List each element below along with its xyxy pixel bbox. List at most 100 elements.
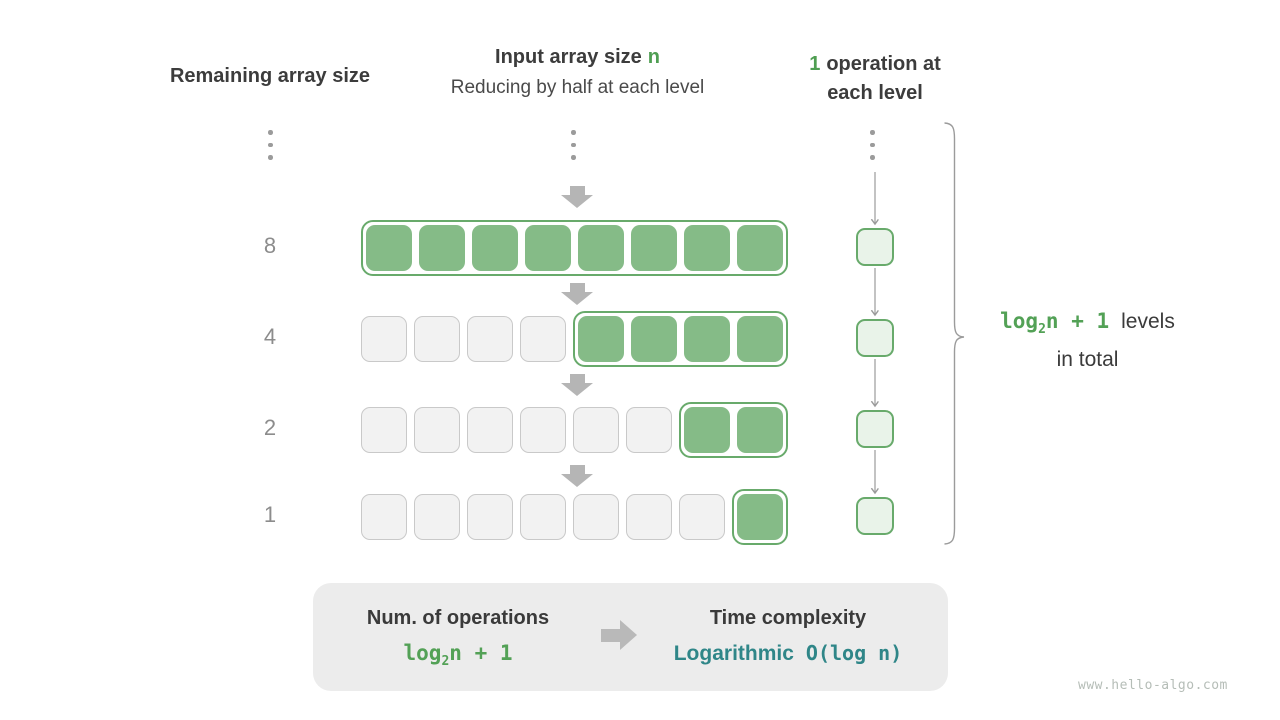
array-cell-excluded <box>679 493 725 540</box>
dot <box>268 130 273 135</box>
levels-formula: log2n + 1 <box>1000 309 1110 338</box>
array-cell-active <box>684 406 730 453</box>
operation-box <box>856 497 894 535</box>
header-input-array-n: n <box>647 46 660 68</box>
operation-box <box>856 319 894 357</box>
complexity-bigo: O(log n) <box>805 641 903 665</box>
array-row <box>361 219 788 276</box>
dot <box>870 142 875 147</box>
arrow-stem <box>569 374 585 383</box>
arrow-head <box>561 383 593 396</box>
array-cell-active <box>737 315 783 362</box>
array-cell-active <box>631 315 677 362</box>
row-size-label: 8 <box>263 233 277 258</box>
row-size-label: 1 <box>263 502 277 527</box>
dot <box>268 155 273 160</box>
down-arrow-icon <box>561 465 593 487</box>
array-cell-excluded <box>467 493 513 540</box>
operation-box <box>856 410 894 448</box>
in-total-word: in total <box>1056 348 1119 372</box>
operation-box <box>856 228 894 266</box>
dot <box>870 130 875 135</box>
array-row <box>361 401 788 458</box>
arrow-stem <box>569 186 585 195</box>
array-row <box>361 310 788 367</box>
array-cell-excluded <box>626 406 672 453</box>
watermark: www.hello-algo.com <box>1078 678 1228 693</box>
arrow-head <box>561 474 593 487</box>
array-cell-excluded <box>467 315 513 362</box>
active-subarray-outline <box>573 310 788 367</box>
arrow-head <box>561 195 593 208</box>
array-cell-excluded <box>626 493 672 540</box>
down-arrow-icon <box>561 186 593 208</box>
curly-brace <box>944 122 965 545</box>
levels-total-label: log2n + 1 levels in total <box>985 306 1190 375</box>
arrow-head <box>561 292 593 305</box>
array-cell-active <box>419 224 465 271</box>
array-cell-active <box>684 315 730 362</box>
array-cell-active <box>684 224 730 271</box>
dot <box>571 155 576 160</box>
array-cell-excluded <box>414 406 460 453</box>
down-arrow-icon <box>561 283 593 305</box>
dot <box>571 142 576 147</box>
time-complexity-title: Time complexity <box>709 607 867 629</box>
array-cell-excluded <box>520 315 566 362</box>
right-arrow-icon <box>601 620 637 650</box>
array-cell-excluded <box>361 406 407 453</box>
down-arrow-icon <box>561 374 593 396</box>
header-operations-text1: operation at <box>826 53 941 75</box>
active-subarray-outline <box>732 488 788 545</box>
arrow-stem <box>569 283 585 292</box>
array-cell-excluded <box>520 406 566 453</box>
header-operations-text2: each level <box>827 82 923 104</box>
array-cell-excluded <box>520 493 566 540</box>
array-cell-active <box>578 315 624 362</box>
arrow-stem <box>569 465 585 474</box>
summary-right: Time complexity Logarithmic O(log n) <box>643 607 933 666</box>
row-size-label: 2 <box>263 415 277 440</box>
array-cell-active <box>737 493 783 540</box>
ellipsis-icon <box>268 130 273 160</box>
dot <box>268 142 273 147</box>
time-complexity-value: Logarithmic O(log n) <box>643 641 933 666</box>
array-cell-active <box>631 224 677 271</box>
row-size-label: 4 <box>263 324 277 349</box>
array-cell-excluded <box>361 315 407 362</box>
dot <box>571 130 576 135</box>
array-cell-excluded <box>573 406 619 453</box>
num-operations-formula: log2n + 1 <box>403 641 513 670</box>
dot <box>870 155 875 160</box>
levels-word: levels <box>1121 310 1175 333</box>
ellipsis-icon <box>571 130 576 160</box>
array-cell-excluded <box>573 493 619 540</box>
header-operations-count: 1 <box>809 53 821 75</box>
array-cell-active <box>472 224 518 271</box>
active-subarray-outline <box>361 219 788 276</box>
array-cell-excluded <box>414 493 460 540</box>
header-remaining-array-size: Remaining array size <box>169 65 371 87</box>
array-cell-active <box>737 224 783 271</box>
complexity-name: Logarithmic <box>673 642 794 665</box>
ellipsis-icon <box>870 130 875 160</box>
array-cell-active <box>737 406 783 453</box>
array-row <box>361 488 788 545</box>
array-cell-active <box>525 224 571 271</box>
arrow-head <box>620 620 637 650</box>
arrow-stem <box>601 628 620 642</box>
array-cell-active <box>366 224 412 271</box>
array-cell-excluded <box>467 406 513 453</box>
array-cell-active <box>578 224 624 271</box>
summary-panel: Num. of operations log2n + 1 Time comple… <box>313 583 948 691</box>
array-cell-excluded <box>361 493 407 540</box>
active-subarray-outline <box>679 401 788 458</box>
summary-left: Num. of operations log2n + 1 <box>333 607 583 669</box>
array-cell-excluded <box>414 315 460 362</box>
header-input-array-text: Input array size <box>495 46 642 68</box>
num-operations-title: Num. of operations <box>366 607 550 629</box>
